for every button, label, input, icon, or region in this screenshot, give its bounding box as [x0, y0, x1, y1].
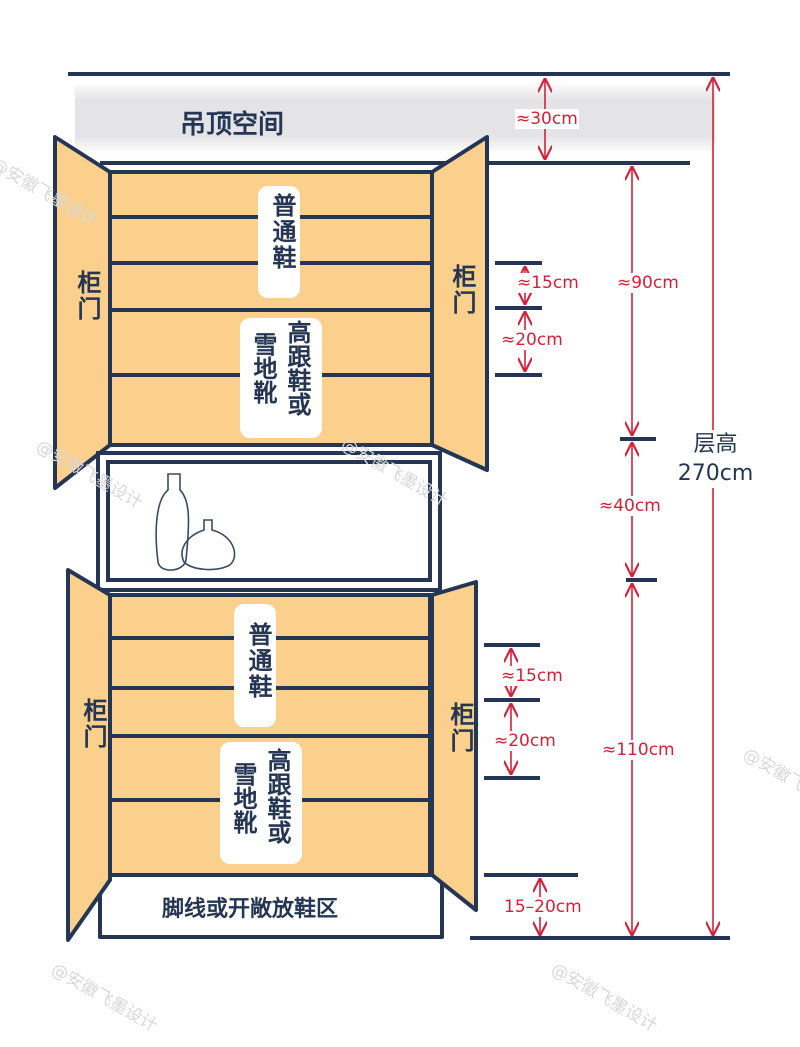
upper-left-door-label: 柜门 — [73, 270, 101, 322]
lower-shelf-b-dimension: ≈20cm — [493, 731, 557, 751]
ceiling-space-band — [75, 82, 715, 154]
upper-shelf-b-dimension: ≈20cm — [500, 330, 564, 350]
lower-shelf-bottom-label-2: 雪地靴 — [229, 762, 257, 834]
vase-icon — [155, 473, 236, 571]
upper-shelf-top-tag — [258, 186, 300, 298]
lower-right-door — [430, 580, 478, 912]
ceiling-space-label: 吊顶空间 — [180, 110, 285, 140]
upper-total-dimension: ≈90cm — [616, 273, 680, 293]
floor-height-label: 层高 — [693, 432, 738, 457]
upper-shelf-a-dimension: ≈15cm — [516, 273, 580, 293]
plinth-area — [98, 873, 444, 939]
upper-shelf-top-label: 普通鞋 — [268, 193, 296, 271]
lower-shelf-bottom-tag — [220, 742, 302, 864]
lower-left-door-label: 柜门 — [79, 698, 107, 750]
ceiling-dimension: ≈30cm — [515, 109, 579, 129]
upper-right-door — [430, 135, 489, 472]
upper-shelf-bottom-tag — [240, 318, 322, 438]
dimension-arrows — [511, 77, 713, 936]
floor-height-label-group: 层高 270cm — [668, 430, 763, 488]
middle-dimension: ≈40cm — [598, 496, 662, 516]
floor-height-value: 270cm — [677, 461, 754, 486]
plinth-dimension: 15–20cm — [503, 897, 583, 917]
lower-shelf-top-label: 普通鞋 — [244, 622, 272, 700]
lower-shelf-a-dimension: ≈15cm — [500, 666, 564, 686]
upper-shelf-bottom-label-1: 高跟鞋或 — [283, 320, 311, 416]
lower-total-dimension: ≈110cm — [601, 740, 676, 760]
upper-left-door — [53, 135, 112, 490]
lower-shelf-bottom-label-1: 高跟鞋或 — [263, 748, 291, 844]
lower-right-door-label: 柜门 — [446, 702, 474, 754]
lower-shelf-top-tag — [234, 604, 276, 727]
upper-shelf-bottom-label-2: 雪地靴 — [249, 332, 277, 404]
upper-right-door-label: 柜门 — [448, 264, 476, 316]
plinth-label: 脚线或开敞放鞋区 — [162, 897, 339, 922]
open-display-shelf — [96, 451, 442, 592]
lower-left-door — [66, 568, 112, 942]
dimension-ticks — [484, 261, 657, 877]
